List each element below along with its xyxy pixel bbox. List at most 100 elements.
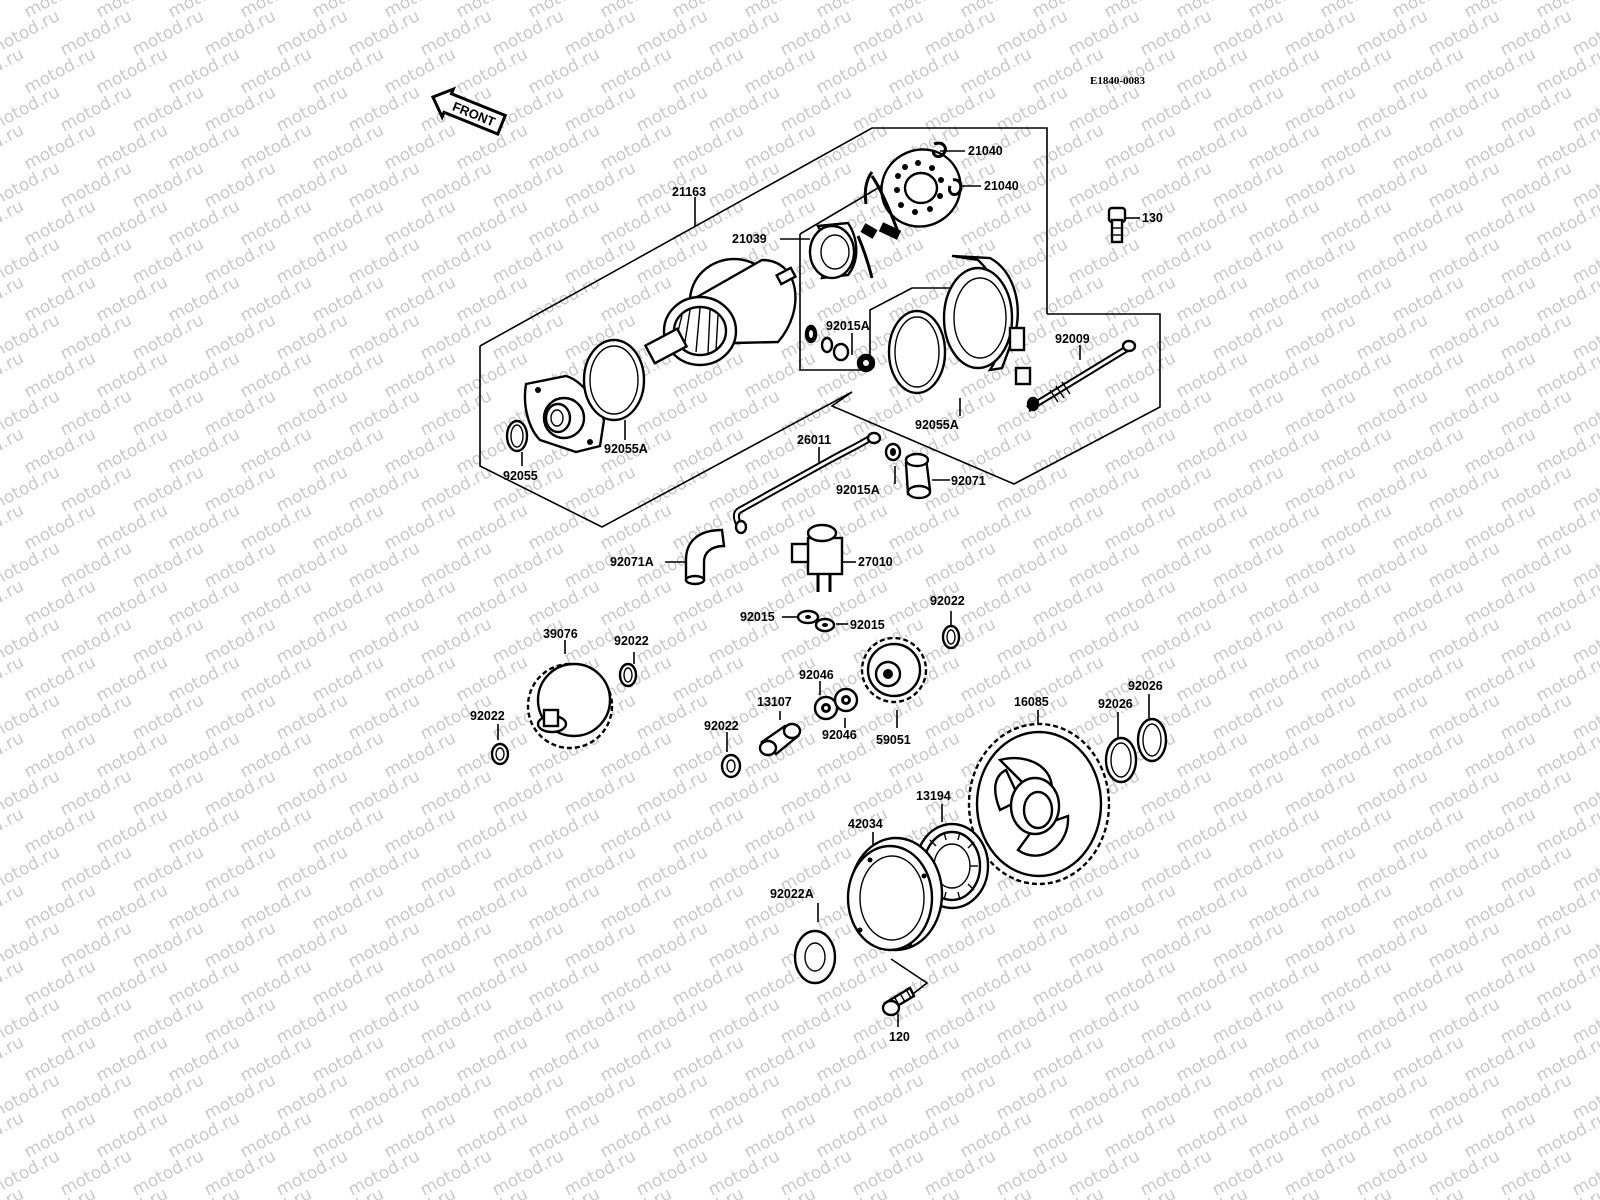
watermark-text: motod.ru: [417, 462, 495, 516]
label-120: 120: [889, 1030, 910, 1044]
watermark-text: motod.ru: [453, 1108, 531, 1162]
watermark-text: motod.ru: [1137, 766, 1215, 820]
watermark-text: motod.ru: [1461, 576, 1539, 630]
watermark-text: motod.ru: [489, 842, 567, 896]
watermark-text: motod.ru: [741, 1032, 819, 1086]
watermark-text: motod.ru: [561, 994, 639, 1048]
watermark-text: motod.ru: [273, 994, 351, 1048]
watermark-text: motod.ru: [345, 234, 423, 288]
watermark-text: motod.ru: [705, 386, 783, 440]
watermark-text: motod.ru: [0, 956, 27, 1010]
watermark-text: motod.ru: [165, 652, 243, 706]
watermark-text: motod.ru: [705, 6, 783, 60]
watermark-text: motod.ru: [453, 652, 531, 706]
watermark-text: motod.ru: [0, 728, 27, 782]
watermark-text: motod.ru: [93, 804, 171, 858]
watermark-text: motod.ru: [921, 6, 999, 60]
watermark-text: motod.ru: [1137, 1070, 1215, 1124]
label-92009: 92009: [1055, 332, 1090, 346]
watermark-text: motod.ru: [633, 918, 711, 972]
watermark-text: motod.ru: [57, 82, 135, 136]
watermark-text: motod.ru: [345, 918, 423, 972]
watermark-text: motod.ru: [993, 1146, 1071, 1200]
o-ring-92055A-right: [887, 309, 947, 395]
watermark-text: motod.ru: [309, 956, 387, 1010]
watermark-text: motod.ru: [201, 690, 279, 744]
watermark-text: motod.ru: [777, 82, 855, 136]
watermark-text: motod.ru: [1245, 728, 1323, 782]
watermark-text: motod.ru: [57, 462, 135, 516]
watermark-text: motod.ru: [1497, 538, 1575, 592]
watermark-text: motod.ru: [1389, 196, 1467, 250]
watermark-text: motod.ru: [1497, 82, 1575, 136]
watermark-text: motod.ru: [417, 842, 495, 896]
watermark-text: motod.ru: [633, 6, 711, 60]
watermark-text: motod.ru: [561, 918, 639, 972]
watermark-text: motod.ru: [633, 386, 711, 440]
watermark-text: motod.ru: [1065, 234, 1143, 288]
watermark-text: motod.ru: [1029, 500, 1107, 554]
watermark-text: motod.ru: [1209, 6, 1287, 60]
watermark-text: motod.ru: [345, 1146, 423, 1200]
watermark-text: motod.ru: [1317, 956, 1395, 1010]
watermark-text: motod.ru: [417, 234, 495, 288]
watermark-text: motod.ru: [1461, 652, 1539, 706]
watermark-text: motod.ru: [1425, 310, 1503, 364]
watermark-text: motod.ru: [921, 1070, 999, 1124]
watermark-text: motod.ru: [741, 44, 819, 98]
watermark-text: motod.ru: [669, 880, 747, 934]
watermark-text: motod.ru: [1173, 1032, 1251, 1086]
watermark-text: motod.ru: [1425, 6, 1503, 60]
watermark-text: motod.ru: [1029, 1032, 1107, 1086]
watermark-text: motod.ru: [705, 82, 783, 136]
watermark-text: motod.ru: [57, 614, 135, 668]
watermark-text: motod.ru: [309, 424, 387, 478]
watermark-text: motod.ru: [1317, 652, 1395, 706]
watermark-text: motod.ru: [0, 272, 27, 326]
watermark-text: motod.ru: [1461, 120, 1539, 174]
label-92022-lower: 92022: [704, 719, 739, 733]
watermark-text: motod.ru: [1389, 44, 1467, 98]
watermark-text: motod.ru: [381, 424, 459, 478]
watermark-text: motod.ru: [1245, 348, 1323, 402]
watermark-text: motod.ru: [381, 272, 459, 326]
watermark-text: motod.ru: [1065, 1146, 1143, 1200]
watermark-text: motod.ru: [1281, 82, 1359, 136]
watermark-text: motod.ru: [993, 538, 1071, 592]
watermark-text: motod.ru: [1137, 918, 1215, 972]
watermark-text: motod.ru: [21, 196, 99, 250]
watermark-text: motod.ru: [237, 652, 315, 706]
watermark-text: motod.ru: [21, 44, 99, 98]
washer-92026-b: [1136, 717, 1168, 763]
label-92055A-left: 92055A: [604, 442, 648, 456]
watermark-text: motod.ru: [1281, 310, 1359, 364]
watermark-text: motod.ru: [561, 1146, 639, 1200]
watermark-text: motod.ru: [345, 462, 423, 516]
watermark-text: motod.ru: [345, 6, 423, 60]
watermark-text: motod.ru: [777, 994, 855, 1048]
watermark-text: motod.ru: [1101, 44, 1179, 98]
watermark-text: motod.ru: [1353, 462, 1431, 516]
watermark-text: motod.ru: [453, 348, 531, 402]
label-21040-upper: 21040: [968, 144, 1003, 158]
watermark-text: motod.ru: [1281, 386, 1359, 440]
watermark-text: motod.ru: [417, 310, 495, 364]
watermark-text: motod.ru: [561, 234, 639, 288]
boot-92071: [904, 452, 932, 500]
watermark-text: motod.ru: [21, 804, 99, 858]
watermark-text: motod.ru: [597, 272, 675, 326]
watermark-text: motod.ru: [1065, 538, 1143, 592]
watermark-text: motod.ru: [381, 652, 459, 706]
watermark-text: motod.ru: [0, 652, 27, 706]
watermark-text: motod.ru: [921, 538, 999, 592]
watermark-text: motod.ru: [993, 614, 1071, 668]
watermark-text: motod.ru: [1317, 1108, 1395, 1162]
watermark-text: motod.ru: [237, 576, 315, 630]
watermark-text: motod.ru: [1353, 82, 1431, 136]
watermark-text: motod.ru: [1101, 576, 1179, 630]
watermark-text: motod.ru: [849, 1070, 927, 1124]
watermark-text: motod.ru: [453, 500, 531, 554]
watermark-text: motod.ru: [741, 348, 819, 402]
o-ring-92055: [505, 419, 529, 453]
